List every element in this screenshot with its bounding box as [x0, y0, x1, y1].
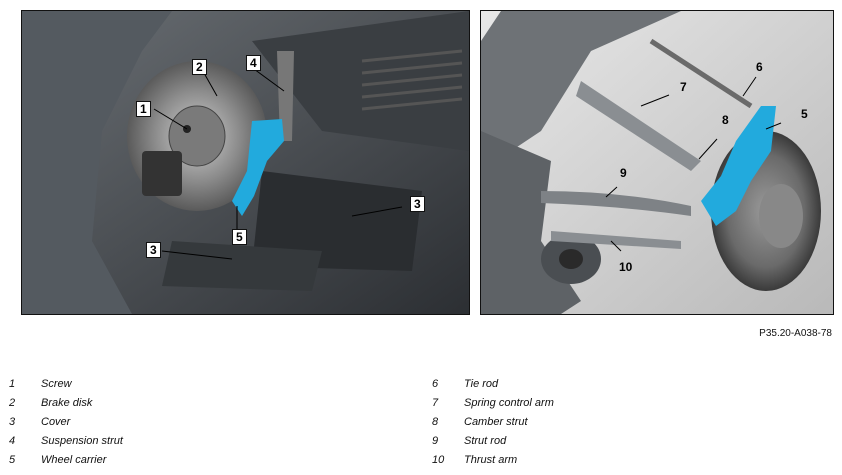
legend-text: Brake disk: [41, 397, 93, 409]
legend-text: Camber strut: [464, 416, 528, 428]
legend-number: 3: [9, 416, 16, 428]
legend-number: 4: [9, 435, 16, 447]
callout-4: 4: [246, 55, 261, 71]
legend-text: Tie rod: [464, 378, 499, 390]
wheel-arch: [22, 11, 172, 314]
strut-shape: [277, 51, 294, 141]
legend-number: 1: [9, 378, 16, 390]
legend-text: Wheel carrier: [41, 454, 107, 466]
legend-item: 1 Screw: [9, 378, 409, 397]
legend-text: Strut rod: [464, 435, 507, 447]
tie-rod-shape: [649, 38, 753, 109]
thrust-arm-shape: [551, 231, 681, 249]
cover-plate: [252, 171, 422, 271]
legend-text: Screw: [41, 378, 72, 390]
callout-5-right: 5: [801, 107, 808, 121]
bushing-core: [559, 249, 583, 269]
legend-number: 6: [432, 378, 439, 390]
wheel-carrier-highlight-right: [701, 106, 776, 226]
spring-arm-shape: [576, 81, 701, 171]
left-illustration: [22, 11, 469, 314]
legend-item: 5 Wheel carrier: [9, 454, 409, 473]
caliper: [142, 151, 182, 196]
callout-10: 10: [619, 260, 633, 274]
wheel-carrier-highlight: [232, 119, 284, 216]
legend-item: 4 Suspension strut: [9, 435, 409, 454]
strut-rod-shape: [541, 191, 691, 216]
legend-text: Suspension strut: [41, 435, 123, 447]
hub-right: [759, 184, 803, 248]
legend-item: 8 Camber strut: [432, 416, 832, 435]
legend-item: 3 Cover: [9, 416, 409, 435]
legend-number: 9: [432, 435, 439, 447]
legend-number: 10: [432, 454, 445, 466]
lower-cover: [162, 241, 322, 291]
figure-reference: P35.20-A038-78: [759, 328, 832, 339]
legend-text: Thrust arm: [464, 454, 518, 466]
callout-3b: 3: [146, 242, 161, 258]
leader-lines: [153, 68, 403, 260]
legend-number: 2: [9, 397, 16, 409]
subframe-top: [481, 11, 681, 151]
callout-6: 6: [756, 60, 763, 74]
engine-block: [252, 11, 469, 151]
callout-2: 2: [192, 59, 207, 75]
legend-item: 9 Strut rod: [432, 435, 832, 454]
callout-3a: 3: [410, 196, 425, 212]
legend-text: Spring control arm: [464, 397, 554, 409]
legend-text: Cover: [41, 416, 71, 428]
leader-lines-right: [605, 76, 782, 252]
legend-number: 7: [432, 397, 439, 409]
legend-item: 2 Brake disk: [9, 397, 409, 416]
engine-fins: [361, 49, 463, 111]
callout-1: 1: [136, 101, 151, 117]
legend-right: 6 Tie rod 7 Spring control arm 8 Camber …: [432, 378, 832, 473]
legend-item: 7 Spring control arm: [432, 397, 832, 416]
right-illustration-panel: 5 6 7 8 9 10: [480, 10, 834, 315]
legend-item: 6 Tie rod: [432, 378, 832, 397]
legend-left: 1 Screw 2 Brake disk 3 Cover 4 Suspensio…: [9, 378, 409, 473]
legend-number: 8: [432, 416, 439, 428]
callout-5-left: 5: [232, 229, 247, 245]
legend-number: 5: [9, 454, 16, 466]
left-illustration-panel: 1 2 3 4 5 3: [21, 10, 470, 315]
callout-9: 9: [620, 166, 627, 180]
hub: [168, 105, 226, 167]
right-illustration: [481, 11, 833, 314]
callout-8: 8: [722, 113, 729, 127]
legend-item: 10 Thrust arm: [432, 454, 832, 473]
callout-7: 7: [680, 80, 687, 94]
